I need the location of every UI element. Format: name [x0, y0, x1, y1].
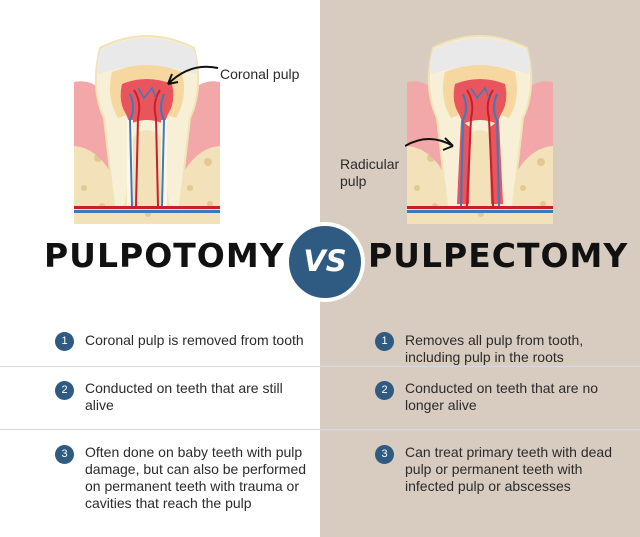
radicular-pulp-label: Radicular pulp [340, 156, 400, 189]
row-divider [0, 429, 640, 430]
list-item-text: Conducted on teeth that are still alive [85, 380, 283, 413]
tooth-illustration-pulpectomy [404, 28, 555, 228]
number-badge: 3 [375, 445, 394, 464]
number-badge: 1 [375, 332, 394, 351]
number-badge: 3 [55, 445, 74, 464]
coronal-pulp-label: Coronal pulp [220, 66, 300, 82]
number-badge: 2 [375, 381, 394, 400]
list-item-text: Coronal pulp is removed from tooth [85, 332, 304, 348]
row-divider [0, 366, 640, 367]
list-item-text: Removes all pulp from tooth, including p… [405, 332, 584, 365]
tooth-illustration-pulpotomy [72, 28, 222, 228]
pulpotomy-title: PULPOTOMY [44, 236, 285, 275]
pulpectomy-title: PULPECTOMY [368, 236, 629, 275]
list-item-text: Often done on baby teeth with pulp damag… [85, 444, 307, 511]
vs-badge: VS [285, 222, 365, 302]
vs-label: VS [303, 244, 347, 278]
number-badge: 1 [55, 332, 74, 351]
list-item-text: Can treat primary teeth with dead pulp o… [405, 444, 612, 494]
number-badge: 2 [55, 381, 74, 400]
list-item-text: Conducted on teeth that are no longer al… [405, 380, 599, 413]
